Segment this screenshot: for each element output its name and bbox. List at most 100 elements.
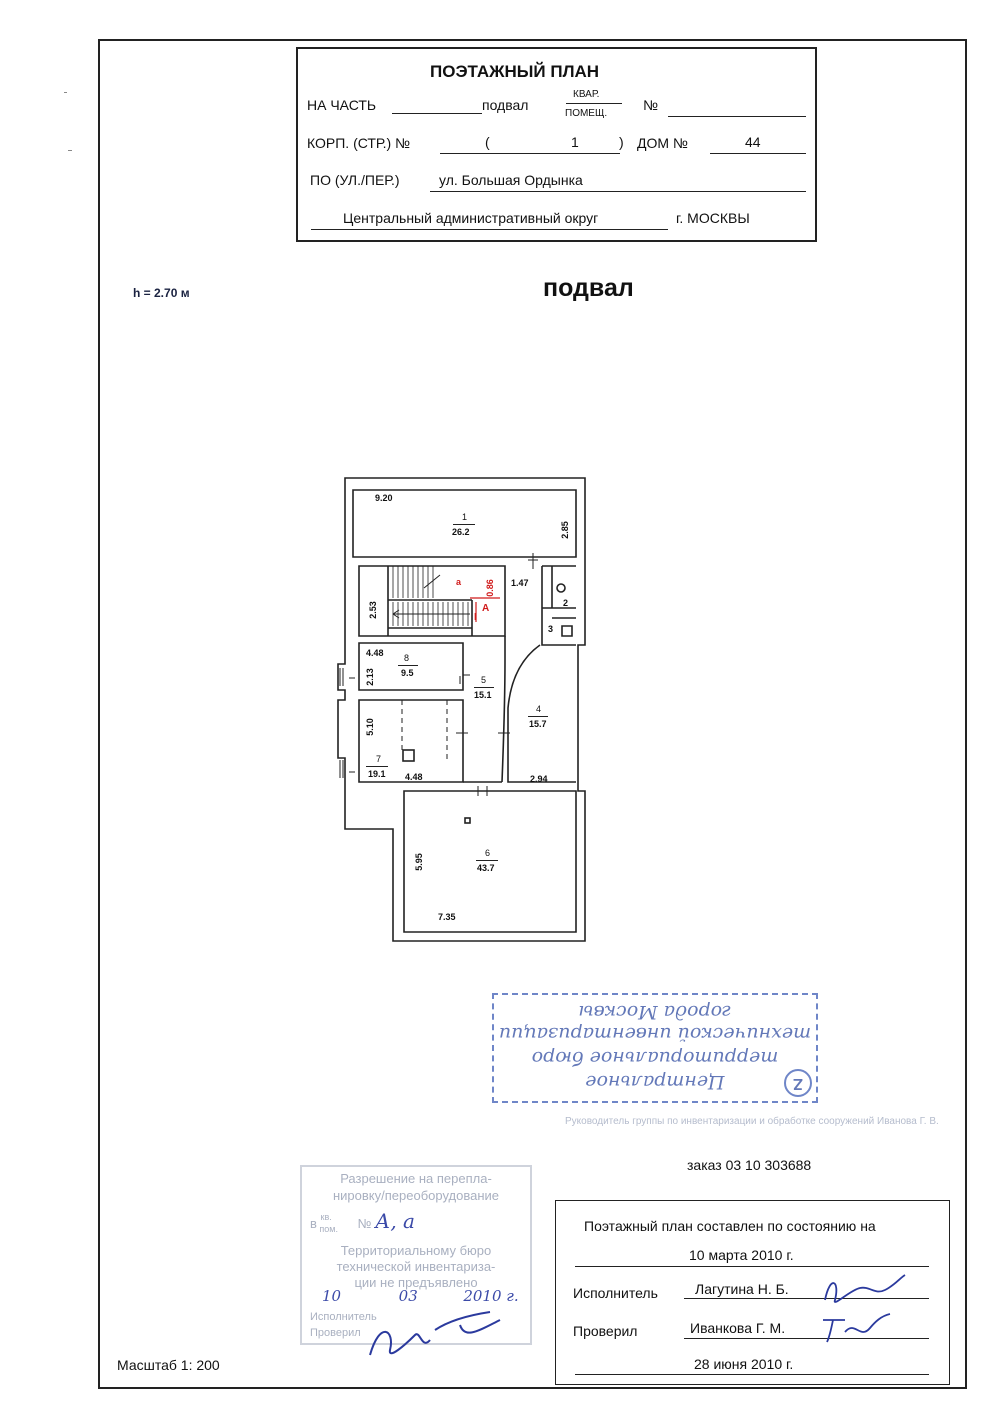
mark-I: I [474, 612, 477, 623]
certification-block [555, 1200, 950, 1385]
dom-label: ДОМ № [637, 135, 688, 151]
room-6-number: 6 [485, 848, 491, 858]
room-7-fraction [366, 766, 388, 767]
number-sign: № [643, 97, 659, 113]
sign-date: 28 июня 2010 г. [694, 1356, 794, 1372]
korp-value: 1 [571, 134, 579, 150]
room-4-number: 4 [536, 704, 542, 714]
dim-0-86: 0.86 [484, 579, 495, 597]
gray-stamp-month: 03 [398, 1287, 418, 1305]
composed-date: 10 марта 2010 г. [689, 1247, 794, 1263]
gray-stamp-kv: кв. [320, 1212, 332, 1222]
mark-a: a [456, 577, 462, 587]
gray-stamp-line2: нировку/переоборудование [332, 1188, 500, 1203]
dim-5-95: 5.95 [413, 853, 424, 871]
stair-divider [387, 566, 473, 636]
room-5-wall-right [501, 636, 506, 783]
scan-mark [64, 92, 67, 93]
underline [575, 1374, 929, 1375]
mark-A: A [482, 603, 490, 614]
street-label: ПО (УЛ./ПЕР.) [310, 172, 400, 188]
stamp-caption: Руководитель группы по инвентаризации и … [565, 1116, 939, 1127]
dim-4-48-top: 4.48 [366, 648, 384, 658]
red-opening-mark [470, 597, 500, 622]
kvar-label: КВАР. [573, 89, 600, 100]
gray-stamp-v: в [310, 1216, 317, 1231]
dim-2-94: 2.94 [530, 774, 548, 784]
paren-close: ) [619, 134, 624, 150]
checker-label: Проверил [573, 1323, 638, 1339]
scale-label: Масштаб 1: 200 [117, 1357, 220, 1373]
underline [684, 1338, 929, 1339]
paren-open: ( [485, 134, 490, 150]
gray-stamp-line8: Исполнитель [310, 1311, 377, 1323]
fraction-line [566, 103, 622, 104]
scan-mark [68, 150, 72, 151]
checker-name: Иванкова Г. М. [690, 1320, 786, 1336]
na-chast-value: подвал [482, 97, 529, 113]
composed-text: Поэтажный план составлен по состоянию на [584, 1218, 876, 1234]
room-7-number: 7 [376, 754, 382, 764]
checker-signature [823, 1313, 891, 1343]
executor-signature [824, 1274, 906, 1303]
room-2-number: 2 [563, 598, 569, 608]
room-5-number: 5 [481, 675, 487, 685]
gray-stamp-no: № [357, 1216, 372, 1231]
district-value: Центральный административный округ [343, 210, 599, 226]
gray-stamp-line9: Проверил [310, 1327, 361, 1339]
gray-stamp-line1: Разрешение на перепла- [340, 1171, 492, 1186]
room-1-fraction [453, 524, 475, 525]
plan-inner-outline [352, 489, 577, 558]
room-6-area: 43.7 [477, 863, 495, 873]
stair-arrow [392, 574, 470, 619]
toilet-fixture [556, 583, 566, 593]
bti-badge-letter: Z [793, 1075, 803, 1092]
dim-1-47: 1.47 [511, 578, 529, 588]
room-7-column [402, 749, 415, 762]
pomesch-label: ПОМЕЩ. [565, 108, 608, 119]
underline [430, 191, 806, 192]
executor-label: Исполнитель [573, 1285, 658, 1301]
dim-2-13: 2.13 [364, 668, 375, 686]
bti-stamp-line3: технической инвентаризации [498, 1023, 812, 1045]
wall-2-3 [541, 565, 576, 646]
bti-stamp-line1: Центральное [585, 1071, 725, 1093]
room-8-area: 9.5 [401, 668, 414, 678]
room-7-area: 19.1 [368, 769, 386, 779]
gray-stamp-line4: Территориальному бюро [340, 1243, 492, 1258]
dim-2-85: 2.85 [559, 521, 570, 539]
bti-stamp-line4: города Москвы [578, 1001, 732, 1023]
room-3-number: 3 [548, 624, 554, 634]
city-value: г. МОСКВЫ [676, 210, 750, 226]
title-block [296, 47, 817, 242]
underline [668, 116, 806, 117]
executor-name: Лагутина Н. Б. [695, 1281, 789, 1297]
door-marks [349, 553, 538, 796]
room-8-walls [358, 642, 464, 691]
room-4-fraction [528, 716, 548, 717]
room-5-area: 15.1 [474, 690, 492, 700]
room-8-number: 8 [404, 653, 410, 663]
gray-stamp-date: 10 03 2010 г. [322, 1287, 519, 1305]
room-4-area: 15.7 [529, 719, 547, 729]
gray-stamp-pom: пом. [319, 1224, 338, 1234]
sheet-frame [98, 39, 967, 1389]
dim-9-20: 9.20 [375, 493, 393, 503]
room-5-fraction [474, 687, 494, 688]
bti-stamp: города Москвы технической инвентаризации… [492, 993, 818, 1103]
underline [575, 1266, 929, 1267]
na-chast-label: НА ЧАСТЬ [307, 97, 377, 113]
order-number: заказ 03 10 303688 [687, 1157, 812, 1173]
bti-stamp-badge: Z [784, 1069, 812, 1097]
underline [311, 229, 668, 230]
floor-title: подвал [543, 274, 634, 302]
bti-stamp-line2: территориальное бюро [531, 1047, 779, 1069]
windows [339, 668, 344, 778]
sink-fixture [561, 625, 573, 637]
gray-stamp-line3: в кв. пом. № А, а [310, 1209, 415, 1234]
dim-4-48-bottom: 4.48 [405, 772, 423, 782]
signature-scribble [369, 1311, 501, 1356]
room-4-curve [507, 644, 576, 783]
stair-steps [392, 566, 469, 626]
gray-stamp-year: 2010 г. [463, 1287, 519, 1305]
